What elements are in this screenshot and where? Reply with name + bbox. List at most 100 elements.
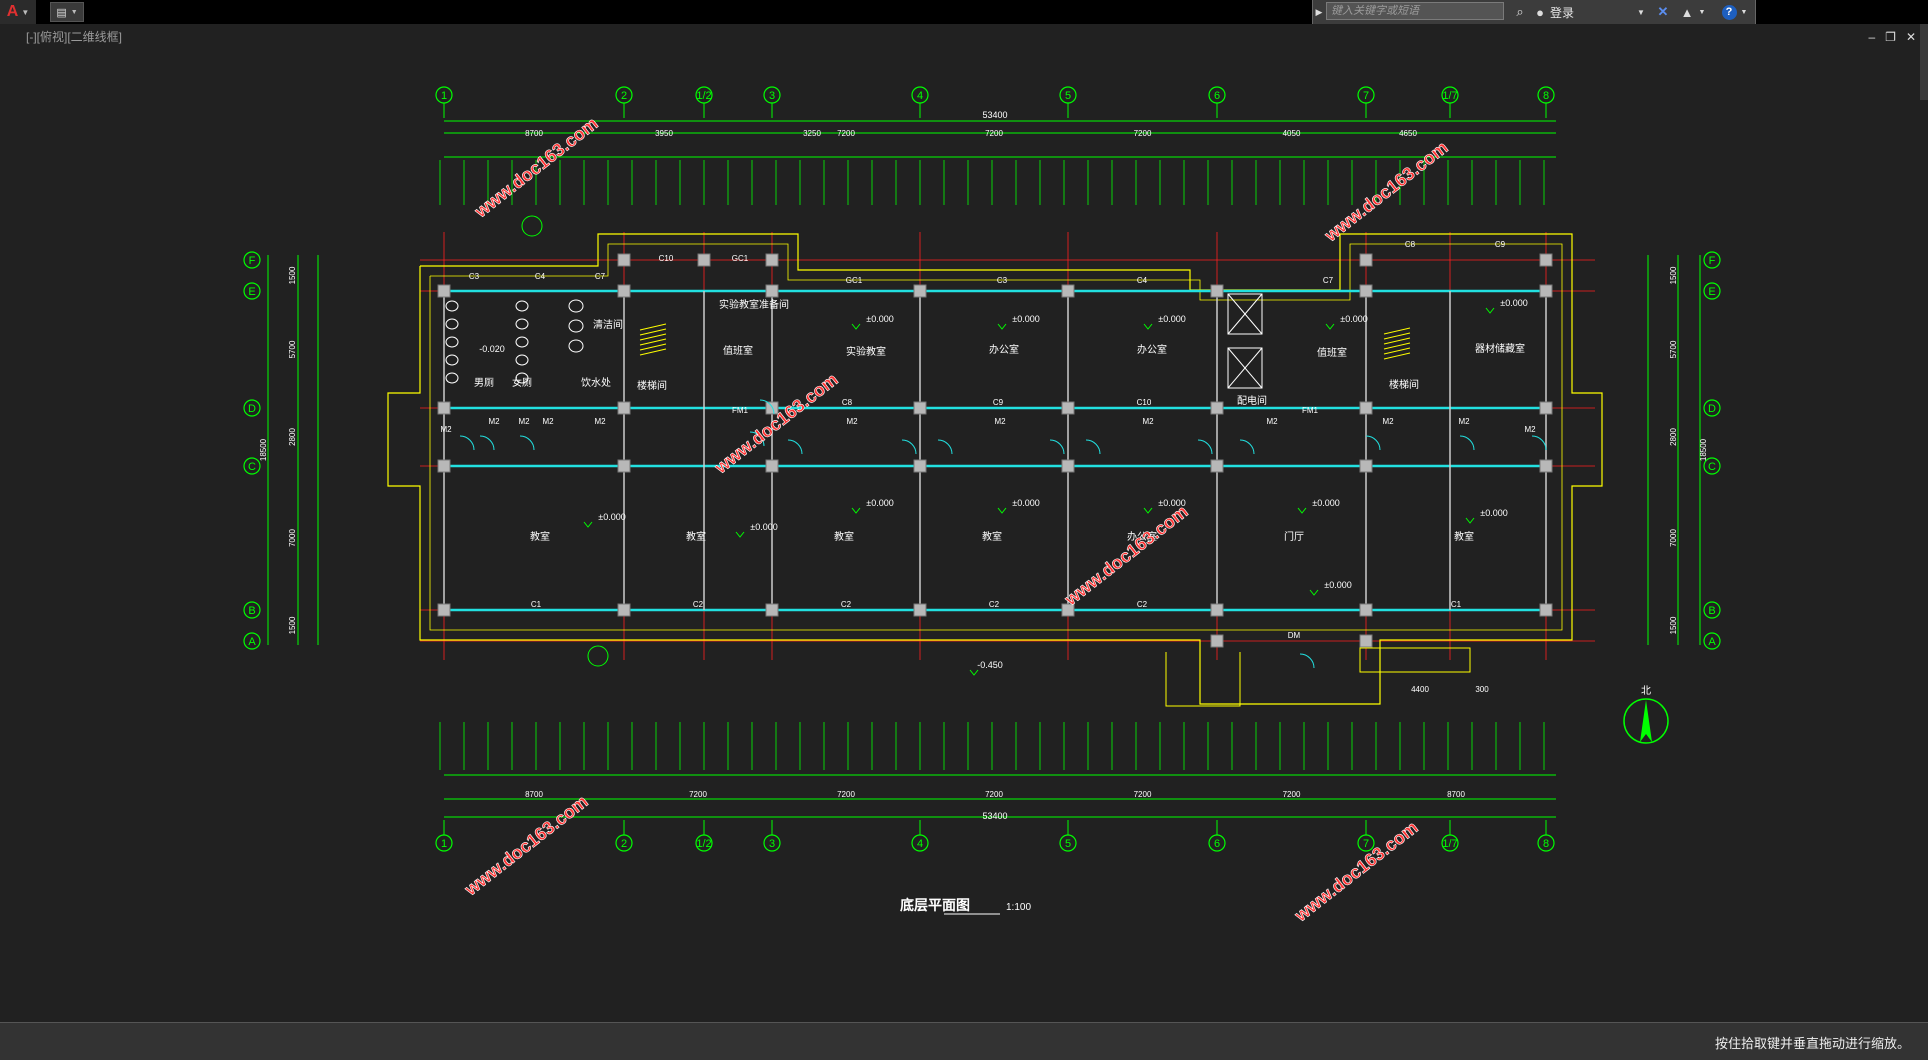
close-icon[interactable]: ✕: [1905, 30, 1916, 44]
grid-bubble: [243, 399, 261, 417]
window-mark: GC1: [846, 276, 863, 285]
connect-icon[interactable]: ▲: [1680, 4, 1694, 20]
structural-column: [617, 253, 631, 267]
door-swing: [901, 439, 917, 455]
room-label: 饮水处: [581, 376, 611, 389]
toilet-fixture: [515, 300, 529, 312]
search-input[interactable]: [1326, 2, 1504, 20]
toilet-fixture: [445, 354, 459, 366]
grid-label: 6: [1214, 90, 1220, 102]
viewport-controls-label[interactable]: [-][俯视][二维线框]: [26, 30, 123, 44]
north-arrow-icon: [1640, 700, 1652, 742]
door-swing: [1531, 435, 1547, 451]
stair-tread: [639, 333, 667, 341]
room-label: 清洁间: [593, 318, 623, 331]
grid-label: 2: [621, 838, 627, 850]
structural-column: [765, 603, 779, 617]
overall-dimension: 53400: [982, 811, 1007, 821]
grid-label: C: [248, 461, 256, 473]
room-label: 楼梯间: [1389, 378, 1419, 391]
door-mark: FM1: [1302, 406, 1319, 415]
structural-column: [1539, 401, 1553, 415]
chevron-down-icon[interactable]: ▼: [1637, 7, 1645, 17]
side-dimension: 7000: [1669, 529, 1678, 547]
structural-column: [617, 459, 631, 473]
door-swing: [1299, 653, 1315, 669]
login-label[interactable]: 登录: [1550, 6, 1575, 20]
binoculars-icon[interactable]: ⌕: [1516, 4, 1524, 19]
watermark-text: www.doc163.com: [1290, 817, 1422, 926]
door-swing: [1459, 435, 1475, 451]
structural-column: [765, 459, 779, 473]
door-mark: M2: [488, 417, 500, 426]
level-marker: [1297, 507, 1307, 514]
structural-column: [1210, 459, 1224, 473]
top-dimension: 4050: [1283, 129, 1301, 138]
watermark-text: www.doc163.com: [1320, 137, 1452, 246]
window-mark: GC1: [732, 254, 749, 263]
grid-label: 8: [1543, 90, 1549, 102]
door-mark: M2: [1458, 417, 1470, 426]
room-label: 办公室: [1127, 530, 1157, 543]
structural-column: [1359, 459, 1373, 473]
toilet-fixture: [445, 318, 459, 330]
stair-tread: [1383, 347, 1411, 355]
bottom-dimension: 7200: [1134, 790, 1152, 799]
level-marker: [969, 669, 979, 676]
door-mark: M2: [1382, 417, 1394, 426]
grid-bubble: [243, 282, 261, 300]
grid-label: D: [248, 403, 256, 415]
expand-arrow-icon[interactable]: ▶: [1315, 6, 1323, 17]
restore-icon[interactable]: ❐: [1885, 30, 1896, 44]
roof-outline: [387, 233, 1603, 705]
wall-outline: [429, 243, 1563, 631]
chevron-down-icon[interactable]: ▼: [1740, 8, 1748, 16]
structural-column: [1210, 603, 1224, 617]
room-label: 教室: [1454, 530, 1474, 543]
vertical-scrollbar[interactable]: [1920, 24, 1928, 100]
side-dimension: 1500: [1669, 616, 1678, 634]
window-mark: C7: [1323, 276, 1334, 285]
room-label: 办公室: [1137, 343, 1167, 356]
window-mark: C7: [595, 272, 606, 281]
elevator-shaft: [1227, 293, 1263, 335]
level-text: ±0.000: [1340, 314, 1367, 324]
stair-tread: [639, 338, 667, 346]
door-swing: [1197, 439, 1213, 455]
door-mark: FM1: [732, 406, 749, 415]
door-swing: [1085, 439, 1101, 455]
structural-column: [617, 603, 631, 617]
structural-column: [1210, 401, 1224, 415]
level-text: ±0.000: [1324, 580, 1351, 590]
depth-dimension: 18500: [1699, 438, 1708, 461]
door-mark: M2: [1524, 425, 1536, 434]
minimize-icon[interactable]: –: [1868, 30, 1876, 44]
level-marker: [1309, 589, 1319, 596]
level-marker: [583, 521, 593, 528]
structural-column: [765, 401, 779, 415]
level-text: ±0.000: [1312, 498, 1339, 508]
level-marker: [1325, 323, 1335, 330]
level-marker: [997, 323, 1007, 330]
chevron-down-icon[interactable]: ▼: [1698, 8, 1706, 16]
quick-access-button[interactable]: ▤ ▼: [50, 2, 84, 22]
structural-column: [913, 459, 927, 473]
grid-bubble: [1703, 399, 1721, 417]
door-swing: [1049, 439, 1065, 455]
grid-label: 7: [1363, 90, 1369, 102]
window-mark: C9: [1495, 240, 1506, 249]
overall-dimension: 53400: [982, 110, 1007, 120]
structural-column: [1359, 603, 1373, 617]
window-mark: C10: [1137, 398, 1152, 407]
help-icon[interactable]: ?: [1720, 3, 1738, 21]
grid-label: C: [1708, 461, 1716, 473]
room-label: 楼梯间: [637, 379, 667, 392]
side-dimension: 1500: [288, 266, 297, 284]
drawing-title: 底层平面图: [900, 897, 970, 913]
exchange-icon[interactable]: ✕: [1657, 4, 1669, 19]
application-menu-button[interactable]: A ▼: [0, 0, 36, 24]
user-icon[interactable]: ●: [1536, 4, 1544, 20]
structural-column: [1210, 634, 1224, 648]
window-mark: C1: [1451, 600, 1462, 609]
